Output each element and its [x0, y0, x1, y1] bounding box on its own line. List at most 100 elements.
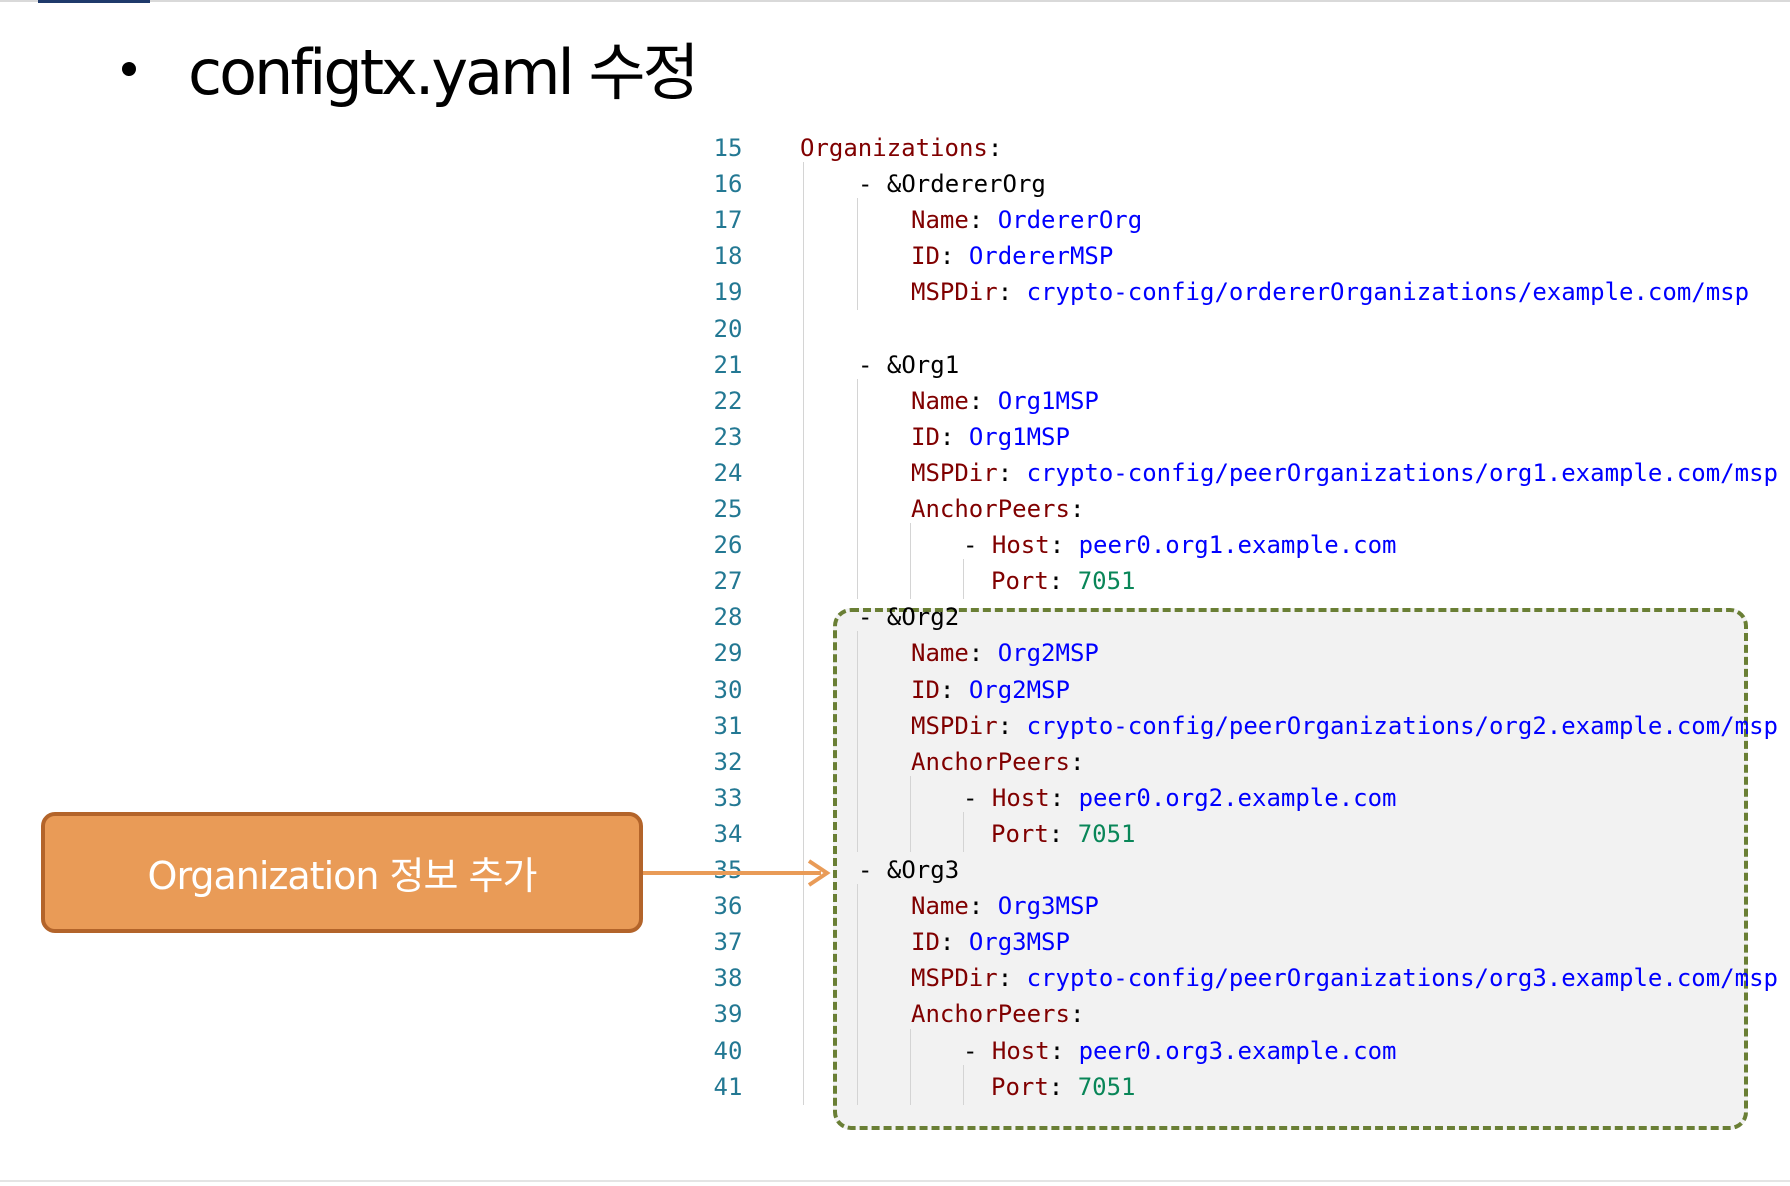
code-token: Organizations [800, 134, 988, 162]
code-token: Name [911, 386, 969, 415]
code-token: crypto-config/peerOrganizations/org1.exa… [1026, 458, 1778, 487]
code-content: - Host: peer0.org3.example.com [963, 1033, 1397, 1069]
code-content: Port: 7051 [991, 816, 1136, 852]
code-line: 25 AnchorPeers: [0, 491, 1790, 527]
code-line: 36 Name: Org3MSP [0, 888, 1790, 924]
code-token: : [939, 242, 969, 271]
bullet-icon [122, 62, 136, 76]
code-token: : [1049, 783, 1079, 812]
code-token: : [1048, 567, 1078, 596]
code-content: ID: OrdererMSP [911, 238, 1113, 274]
added-organizations-highlight [833, 608, 1748, 1130]
code-token: MSPDir [911, 711, 998, 740]
code-token: - &Org3 [858, 856, 960, 884]
code-line: 17 Name: OrdererOrg [0, 202, 1790, 238]
code-token: AnchorPeers [911, 495, 1070, 523]
line-number: 39 [713, 1000, 743, 1029]
code-token: 7051 [1077, 567, 1136, 596]
top-rule [0, 0, 1790, 2]
code-line: 28- &Org2 [0, 599, 1790, 635]
line-number: 23 [713, 422, 743, 451]
code-token: - [963, 1036, 992, 1065]
code-content: ID: Org2MSP [911, 672, 1070, 708]
code-token: : [939, 422, 969, 451]
code-content: AnchorPeers: [911, 744, 1084, 780]
code-token: ID [911, 242, 940, 271]
code-token: OrdererOrg [997, 206, 1143, 235]
line-number: 26 [713, 531, 743, 560]
code-token: Host [991, 531, 1050, 560]
code-token: - [963, 531, 992, 560]
line-number: 19 [713, 278, 743, 307]
code-token: - &OrdererOrg [858, 170, 1046, 199]
code-token: : [968, 206, 998, 235]
code-token: : [997, 458, 1027, 487]
code-content: MSPDir: crypto-config/peerOrganizations/… [911, 455, 1778, 491]
slide-title-text: configtx.yaml 수정 [188, 36, 700, 109]
code-token: : [1069, 1000, 1085, 1029]
code-line: 20 [0, 311, 1790, 347]
code-line: 35 - &Org3 [0, 852, 1790, 888]
code-token: : [968, 386, 998, 415]
code-content: Name: Org3MSP [911, 888, 1099, 924]
line-number: 29 [713, 639, 743, 668]
code-line: 33- Host: peer0.org2.example.com [0, 780, 1790, 816]
line-number: 40 [713, 1036, 743, 1065]
code-token: 7051 [1077, 1072, 1136, 1101]
line-number: 27 [713, 567, 743, 596]
code-token: Org3MSP [997, 892, 1099, 921]
line-number: 31 [713, 711, 743, 740]
code-token: Org2MSP [997, 639, 1099, 668]
code-content: - &OrdererOrg [858, 166, 1046, 202]
callout-text: Organization 정보 추가 [147, 854, 538, 898]
code-content: MSPDir: crypto-config/ordererOrganizatio… [911, 274, 1749, 310]
code-content: ID: Org1MSP [911, 419, 1070, 455]
code-line: 32 AnchorPeers: [0, 744, 1790, 780]
code-line: 19 MSPDir: crypto-config/ordererOrganizat… [0, 274, 1790, 310]
line-number: 32 [713, 747, 743, 776]
code-content: ID: Org3MSP [911, 924, 1070, 960]
code-token: : [968, 892, 998, 921]
line-number: 38 [713, 964, 743, 993]
code-token: - &Org1 [858, 350, 960, 379]
code-token: : [997, 964, 1027, 993]
line-number: 35 [713, 856, 743, 884]
line-number: 36 [713, 892, 743, 921]
code-content: AnchorPeers: [911, 491, 1084, 527]
code-token: Host [991, 783, 1050, 812]
code-token: Org1MSP [968, 422, 1070, 451]
code-token: - [963, 783, 992, 812]
line-number: 30 [713, 675, 743, 704]
code-token: : [1048, 1072, 1078, 1101]
code-token: : [997, 278, 1027, 307]
code-content: Name: Org2MSP [911, 635, 1099, 671]
code-token: : [939, 928, 969, 957]
code-content: - &Org1 [858, 347, 959, 383]
line-number: 20 [713, 314, 743, 343]
code-content: AnchorPeers: [911, 996, 1084, 1032]
line-number: 22 [713, 386, 743, 415]
code-token: Org1MSP [997, 386, 1099, 415]
line-number: 41 [713, 1072, 743, 1101]
line-number: 17 [713, 206, 743, 235]
code-content: - &Org2 [858, 599, 959, 635]
code-content: MSPDir: crypto-config/peerOrganizations/… [911, 708, 1778, 744]
bottom-rule [0, 1180, 1790, 1182]
code-token: 7051 [1077, 819, 1136, 848]
code-line: 21- &Org1 [0, 347, 1790, 383]
code-line: 16- &OrdererOrg [0, 166, 1790, 202]
code-token: peer0.org2.example.com [1078, 783, 1397, 812]
line-number: 25 [713, 495, 743, 523]
code-content: Name: OrdererOrg [911, 202, 1142, 238]
code-token: Port [991, 1072, 1049, 1101]
code-token: MSPDir [911, 964, 998, 993]
code-token: Org2MSP [968, 675, 1070, 704]
code-token: : [1049, 531, 1079, 560]
code-token: - &Org2 [858, 603, 960, 632]
code-line: 39 AnchorPeers: [0, 996, 1790, 1032]
